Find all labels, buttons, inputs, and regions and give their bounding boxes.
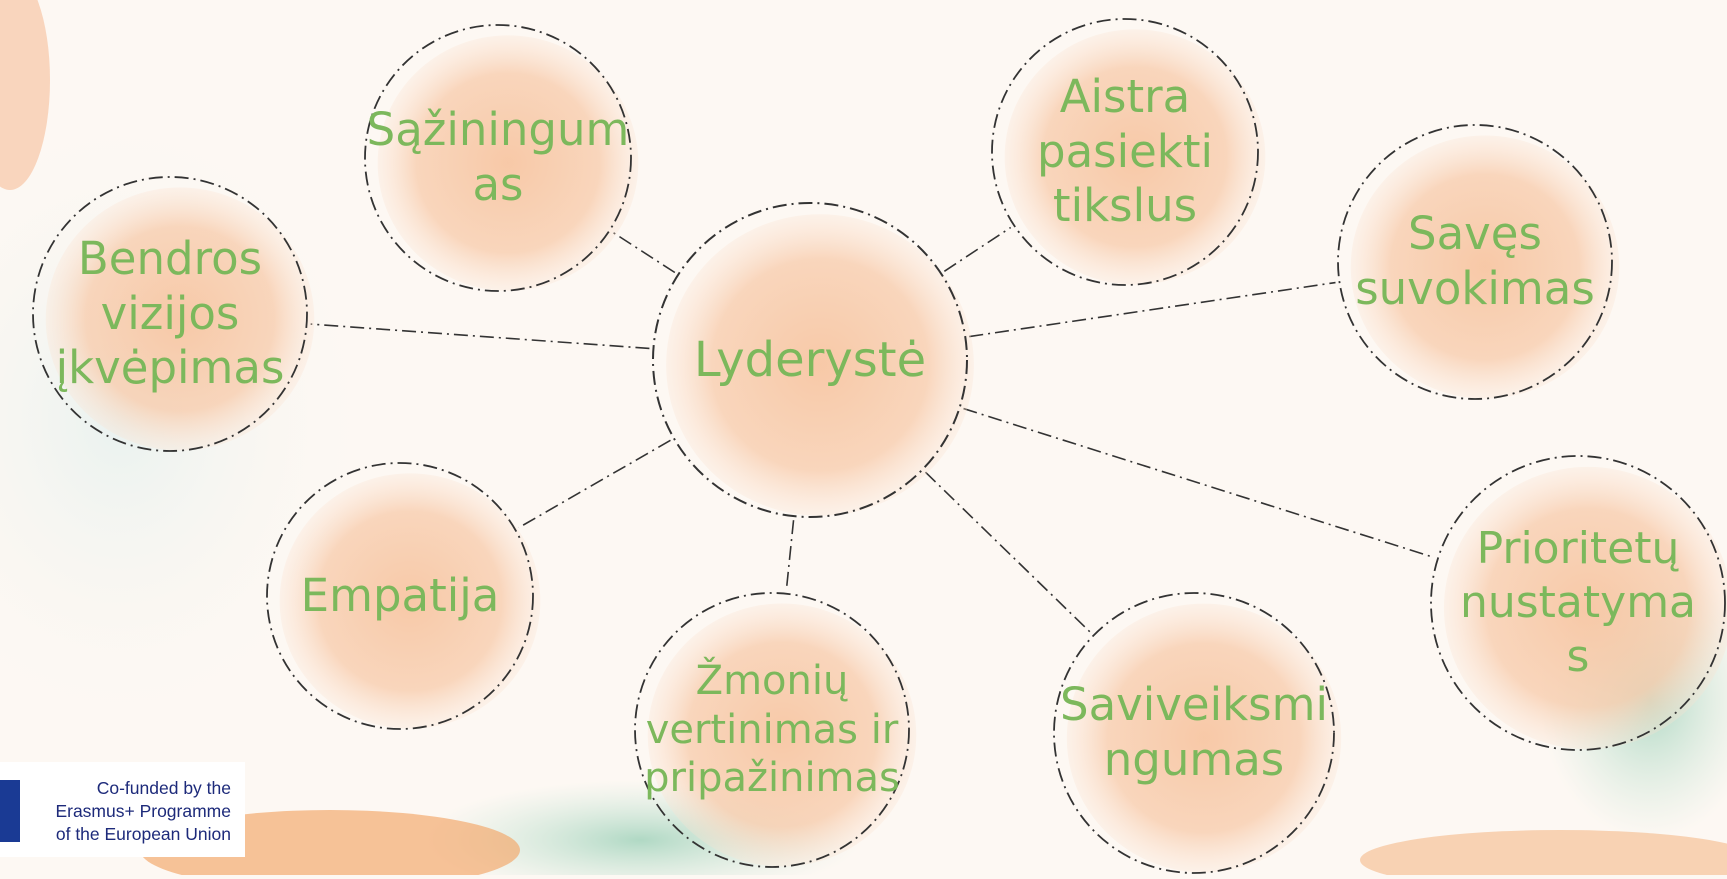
connector-7 xyxy=(963,409,1434,558)
node-aistra-pasiekti-tikslus-label: Aistra pasiekti tikslus xyxy=(992,19,1258,285)
connector-2 xyxy=(969,283,1335,337)
eu-flag-icon xyxy=(0,780,20,842)
node-saves-suvokimas-label: Savęs suvokimas xyxy=(1338,125,1612,399)
node-empatija-label: Empatija xyxy=(267,463,533,729)
bg-splash-bottom-right xyxy=(1360,830,1727,875)
cofunded-text: Co-funded by the Erasmus+ Programme of t… xyxy=(55,777,231,846)
cofunded-line-1: Co-funded by the xyxy=(55,777,231,800)
node-zmoniu-vertinimas-label: Žmonių vertinimas ir pripažinimas xyxy=(635,593,909,867)
cofunded-logo: Co-funded by the Erasmus+ Programme of t… xyxy=(0,762,245,857)
node-bendros-vizijos-ikvepimas-label: Bendros vizijos įkvėpimas xyxy=(33,177,307,451)
cofunded-line-3: of the European Union xyxy=(55,823,231,846)
cofunded-line-2: Erasmus+ Programme xyxy=(55,800,231,823)
node-sazinigumas-label: Sąžiningum as xyxy=(365,25,631,291)
node-center-lyderyste-label: Lyderystė xyxy=(653,203,967,517)
connector-5 xyxy=(786,520,793,590)
connector-4 xyxy=(519,440,671,527)
node-prioritetu-nustatymas-label: Prioritetų nustatyma s xyxy=(1431,456,1725,750)
node-saviveiksmingumas-label: Saviveiksmi ngumas xyxy=(1054,593,1334,873)
